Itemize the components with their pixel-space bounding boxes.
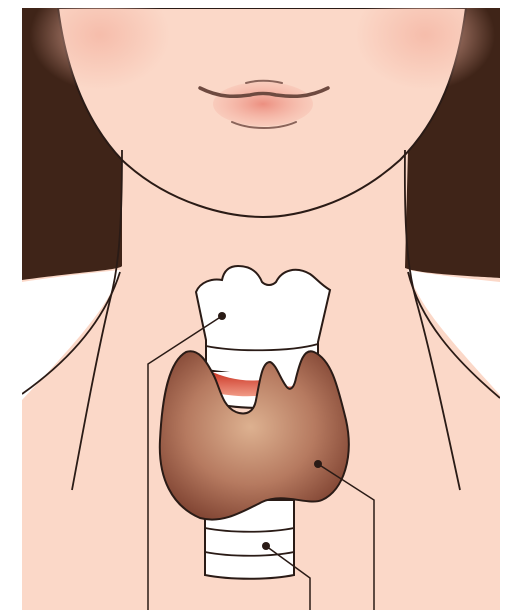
lips — [213, 82, 313, 126]
